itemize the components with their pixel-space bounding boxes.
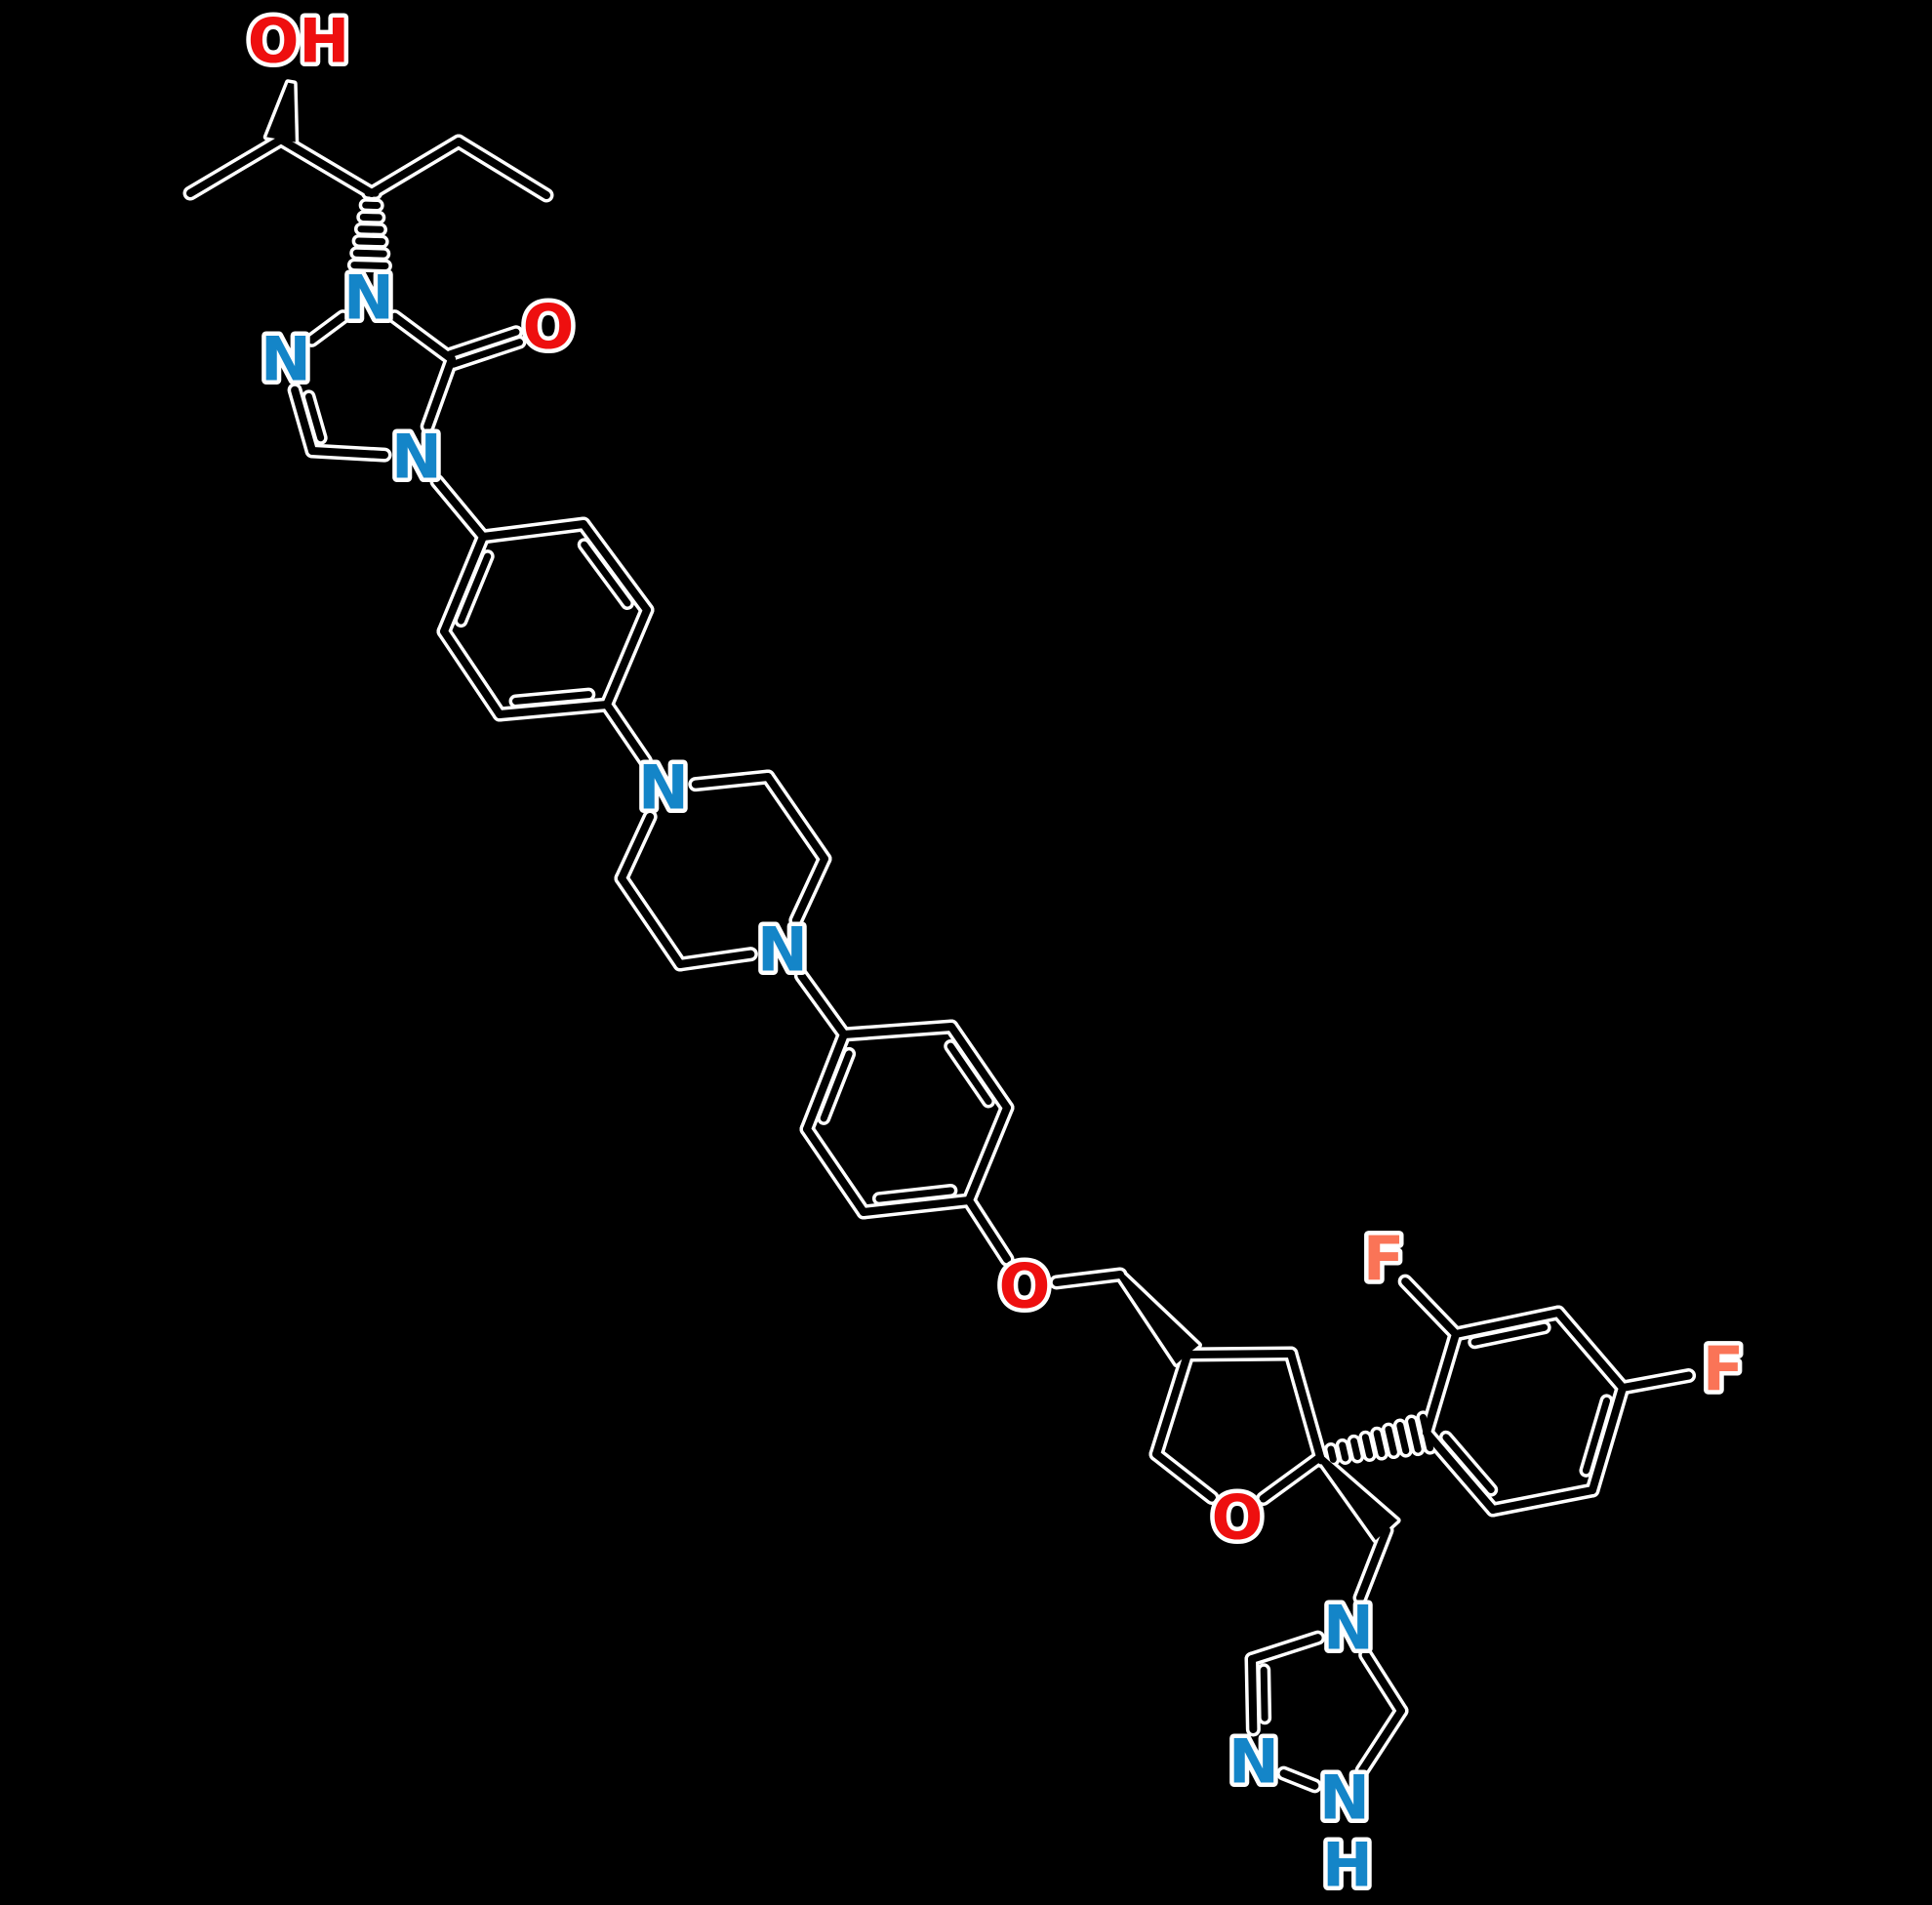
atom-label-f-fp: F [1703, 1334, 1744, 1405]
atom-label-o-oe: O [999, 1251, 1051, 1322]
atom-label-n-n2: N [261, 324, 311, 395]
bond-ink-layer [186, 82, 1693, 1790]
atom-label-o-o1: O [523, 292, 575, 363]
atom-label-o-oh: OH [248, 6, 350, 77]
atom-label-n-np1: N [638, 752, 689, 824]
atom-label-n-n1: N [343, 263, 394, 334]
atom-label-o-ot: O [1212, 1482, 1264, 1554]
atom-label-n-n4: N [391, 422, 442, 493]
atom-label-n-nb2: N [1228, 1726, 1279, 1798]
atom-label-n-hb: H [1322, 1830, 1373, 1901]
atom-label-n-nb1: N [1319, 1763, 1370, 1834]
atom-label-n-np2: N [757, 914, 808, 986]
bond-halo-layer [182, 79, 1697, 1794]
atom-label-f-fo: F [1363, 1224, 1404, 1295]
atom-label-n-nb4: N [1323, 1593, 1374, 1664]
